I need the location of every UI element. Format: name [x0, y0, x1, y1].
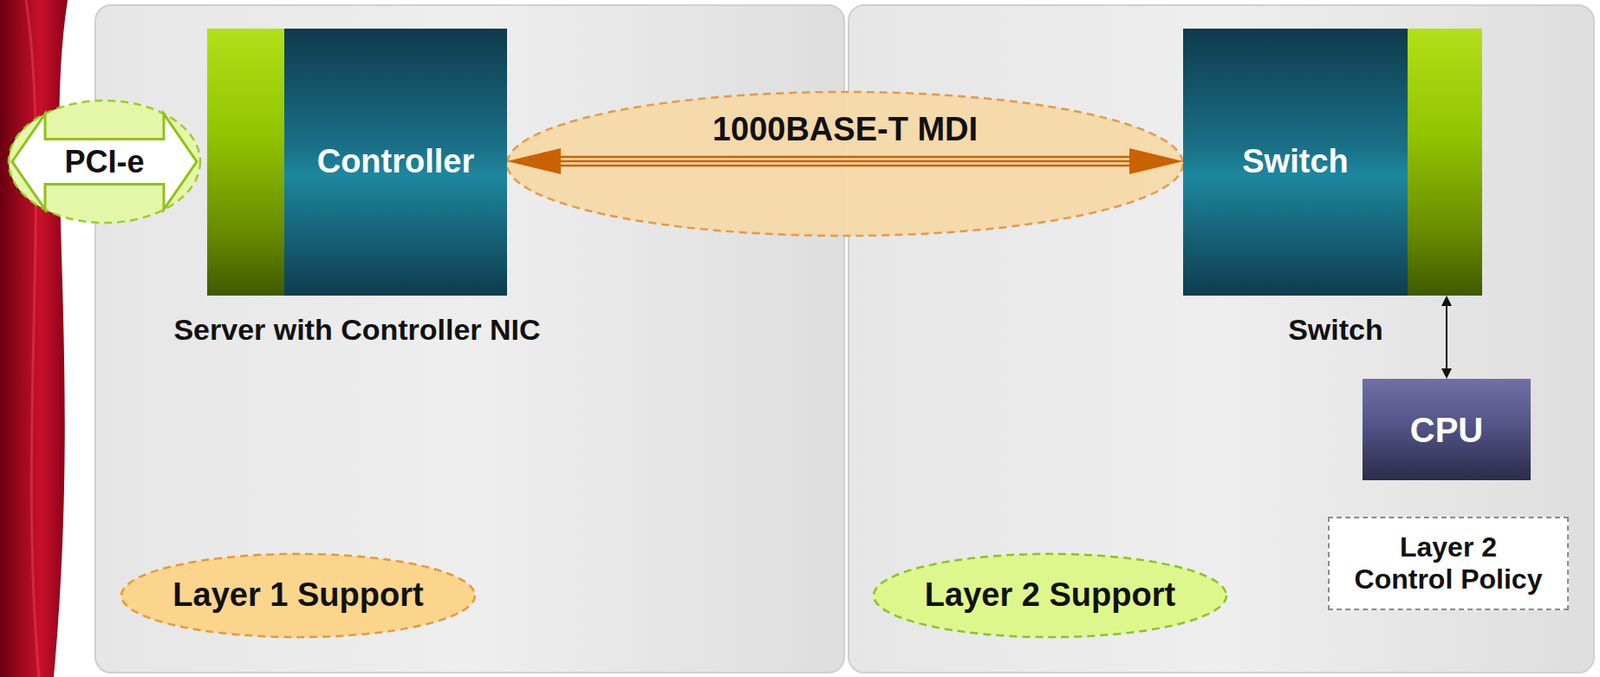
interface-arrow: PCI-e [6, 98, 202, 225]
layer-ellipse: Layer 1 Support [119, 552, 477, 639]
text-holder: Layer 1 Support [119, 552, 477, 639]
text-holder: Layer 2 Control Policy [1329, 518, 1568, 609]
text-holder: Switch [1183, 28, 1408, 296]
caption: Server with Controller NIC [173, 312, 540, 347]
controller-box: ControllerServer with Controller NIC [207, 28, 508, 296]
node-label: Layer 2 Support [924, 576, 1176, 615]
policy-box: Layer 2 Control Policy [1327, 516, 1569, 611]
node-label: CPU [1410, 409, 1483, 450]
node-label: Switch [1242, 143, 1348, 182]
edge-label: 1000BASE-T MDI [712, 110, 978, 150]
node-label: Controller [317, 143, 475, 182]
cpu-box: CPU [1362, 378, 1531, 481]
green-strip [207, 28, 285, 296]
text-holder: CPU [1362, 378, 1531, 481]
connector [1441, 295, 1452, 379]
text-holder: PCI-e [6, 98, 202, 225]
node-label: Layer 2 Control Policy [1351, 531, 1547, 596]
connector [507, 148, 1184, 175]
caption: Switch [1287, 312, 1384, 347]
text-holder: Layer 2 Support [871, 552, 1229, 639]
text-holder: Controller [284, 28, 508, 296]
green-strip [1407, 28, 1483, 296]
switch-box: SwitchSwitch [1183, 28, 1483, 296]
node-label: PCI-e [64, 143, 144, 180]
layer-ellipse: Layer 2 Support [871, 552, 1229, 639]
node-label: Layer 1 Support [172, 576, 423, 615]
